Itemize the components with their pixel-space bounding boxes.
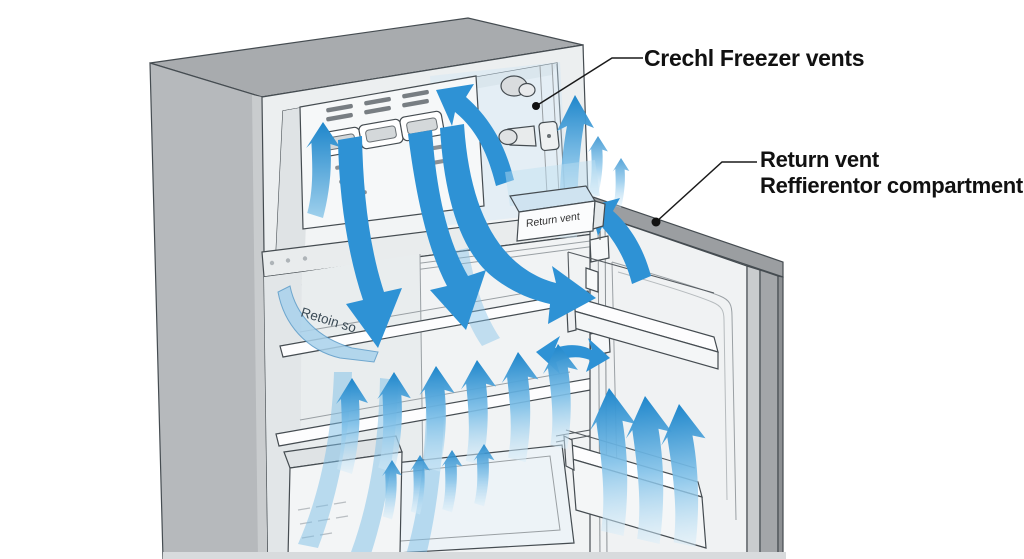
cabinet-left-edge-highlight bbox=[252, 95, 268, 559]
leader-dot-return bbox=[651, 217, 661, 227]
return-vent-callout-line2: Reffierentor compartment bbox=[760, 172, 1023, 198]
door-outer-band bbox=[759, 269, 779, 559]
leader-return-vent bbox=[655, 161, 757, 223]
airflow-arrow-sweep-right bbox=[440, 124, 596, 324]
freezer-vents-callout: Crechl Freezer vents bbox=[644, 45, 865, 71]
light-fixture bbox=[500, 75, 536, 98]
return-vent-box: Return vent bbox=[505, 160, 606, 242]
return-vent-callout-line1: Return vent bbox=[760, 147, 879, 172]
door-gasket bbox=[746, 265, 761, 559]
floor-strip bbox=[163, 552, 786, 559]
refrigerator-door bbox=[563, 195, 784, 559]
callout-leaders bbox=[532, 57, 757, 227]
damper-control bbox=[498, 120, 560, 152]
door-outer-edge bbox=[777, 275, 784, 559]
airflow-arrow-curve-upleft bbox=[436, 84, 514, 186]
door-hinge-bracket-upper bbox=[589, 235, 610, 263]
return-vent-callout: Return vent Reffierentor compartment bbox=[760, 147, 1023, 199]
airflow-arrow-down-left bbox=[338, 136, 402, 348]
leader-dot-freezer bbox=[532, 102, 540, 110]
airflow-arrow-down-mid bbox=[408, 130, 486, 330]
leader-freezer-vents bbox=[535, 57, 643, 107]
cabinet-left-side bbox=[149, 62, 269, 559]
airflow-arrow-to-return-vent bbox=[590, 198, 651, 284]
